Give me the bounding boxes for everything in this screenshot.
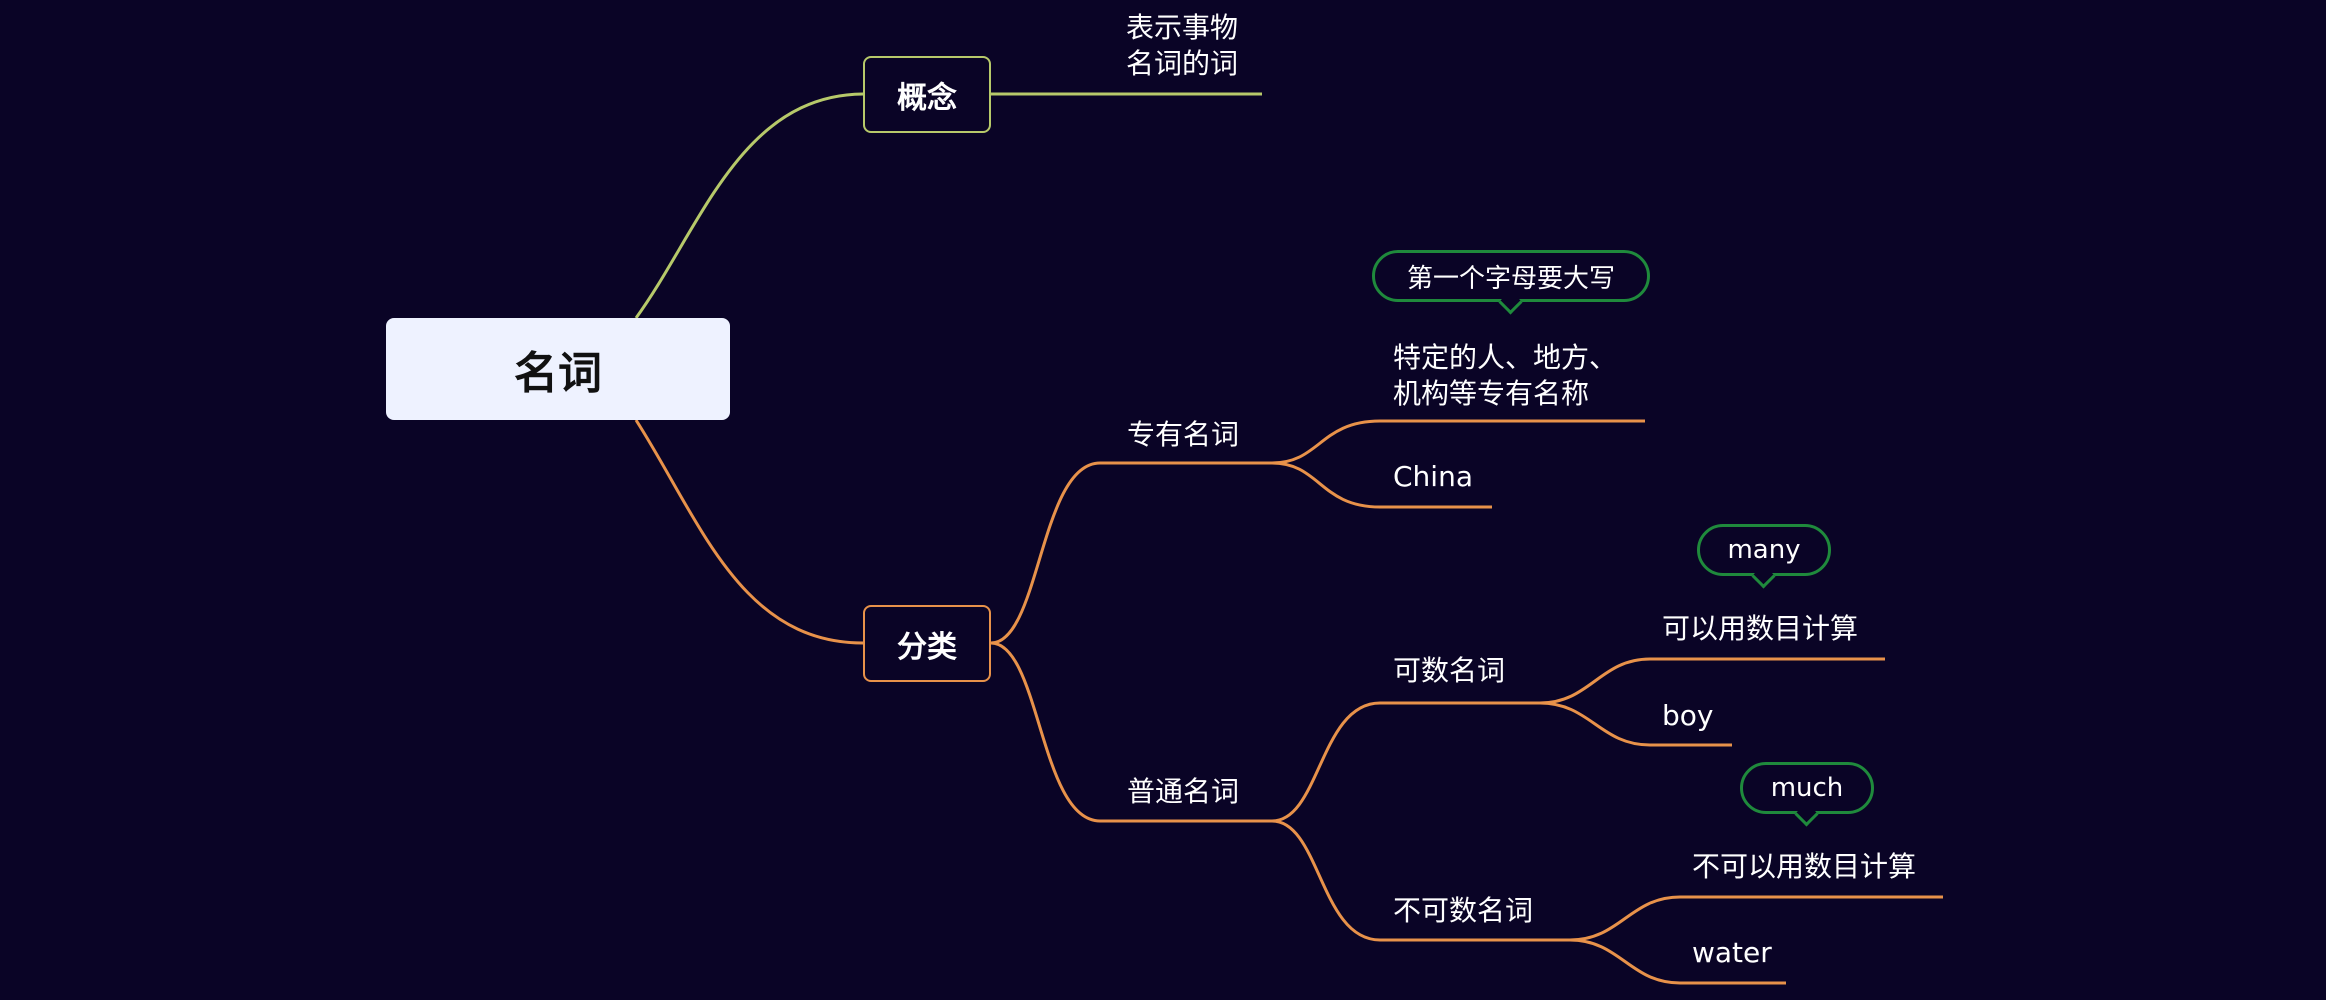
connector-class-proper xyxy=(990,461,1101,645)
concept-definition-line1: 表示事物 xyxy=(1126,11,1239,44)
common-noun-node[interactable]: 普通名词 xyxy=(1127,775,1240,808)
connector-root-classification xyxy=(634,419,864,645)
classification-node[interactable]: 分类 xyxy=(863,605,991,682)
proper-noun-definition-line1: 特定的人、地方、 xyxy=(1393,341,1618,374)
connector-common-countable xyxy=(1271,701,1381,823)
proper-noun-example[interactable]: China xyxy=(1393,460,1473,493)
countable-noun-note[interactable]: many xyxy=(1697,524,1831,576)
connector-root-concept xyxy=(634,92,864,319)
proper-noun-note[interactable]: 第一个字母要大写 xyxy=(1372,250,1650,302)
proper-noun-definition[interactable]: 特定的人、地方、 机构等专有名称 xyxy=(1393,340,1617,412)
concept-node[interactable]: 概念 xyxy=(863,56,991,133)
concept-definition[interactable]: 表示事物 名词的词 xyxy=(1126,10,1238,82)
concept-definition-line2: 名词的词 xyxy=(1126,47,1239,80)
countable-noun-example[interactable]: boy xyxy=(1662,699,1714,732)
concept-label: 概念 xyxy=(897,80,957,116)
root-label: 名词 xyxy=(514,348,602,399)
connector-class-common xyxy=(990,641,1101,823)
countable-noun-definition[interactable]: 可以用数目计算 xyxy=(1662,612,1859,645)
connector-proper-definition xyxy=(1271,419,1381,465)
classification-label: 分类 xyxy=(897,629,957,665)
uncountable-noun-node[interactable]: 不可数名词 xyxy=(1393,894,1534,927)
uncountable-noun-example[interactable]: water xyxy=(1692,936,1772,969)
proper-noun-definition-line2: 机构等专有名称 xyxy=(1393,377,1590,410)
countable-noun-node[interactable]: 可数名词 xyxy=(1393,654,1506,687)
connector-uncountable-example xyxy=(1569,938,1681,985)
proper-noun-node[interactable]: 专有名词 xyxy=(1127,418,1240,451)
connector-countable-example xyxy=(1539,701,1651,747)
connector-proper-example xyxy=(1271,461,1381,509)
uncountable-noun-note[interactable]: much xyxy=(1740,762,1874,814)
uncountable-noun-definition[interactable]: 不可以用数目计算 xyxy=(1692,850,1917,883)
connector-uncountable-definition xyxy=(1569,895,1681,942)
connector-common-uncountable xyxy=(1271,819,1381,942)
root-node[interactable]: 名词 xyxy=(386,318,730,420)
connector-countable-definition xyxy=(1539,657,1651,705)
